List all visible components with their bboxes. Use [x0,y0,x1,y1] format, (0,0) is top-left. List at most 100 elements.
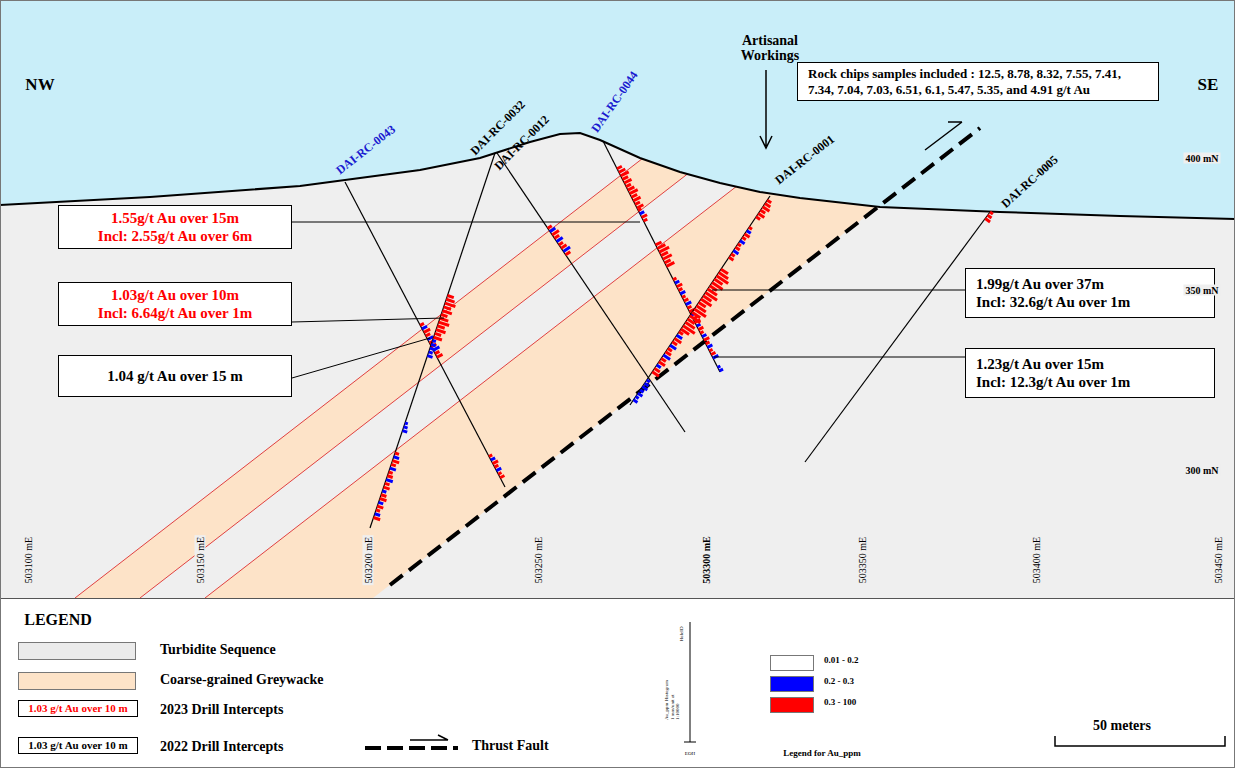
assay-bar [697,324,701,326]
intercept-text: Incl: 12.3g/t Au over 1m [976,373,1204,391]
legend-label: LEGEND [24,611,92,629]
drill-hole [603,141,720,372]
assay-bar [617,166,622,168]
assay-bar [652,372,659,376]
thrust-fault [390,128,980,585]
leader-line [292,318,444,322]
intercept-text: 1.55g/t Au over 15m [69,209,281,227]
grid-label: 503350 mE [857,535,868,585]
leader-lines [292,222,965,378]
assay-bar [729,257,733,260]
assay-bar [405,422,408,426]
assay-bar [554,235,559,238]
assay-bar [446,299,454,302]
assay-bar [557,238,563,242]
drill-hole [370,153,495,528]
legend-swatch [18,642,136,660]
assay-bar [500,476,504,478]
assay-bar [566,252,571,255]
assay-bar [375,514,380,516]
assay-bar [491,458,495,460]
assay-bar [436,330,445,333]
assay-bar [990,212,993,214]
assay-bar [437,354,443,357]
assay-bar [430,348,436,350]
legend-label: HoleID [679,627,685,642]
assay-bar [668,348,672,351]
assay-bar [637,205,643,208]
assay-bar [640,212,644,214]
assay-bar [638,393,642,396]
assay-bar [437,326,444,328]
assay-bar [429,352,433,353]
assay-bar [445,303,455,306]
grid-label: 503450 mE [1213,535,1224,585]
assay-bar [431,344,436,346]
assay-bar [386,480,393,482]
intercept-box: 1.23g/t Au over 15mIncl: 12.3g/t Au over… [965,348,1215,398]
assay-bar [985,218,990,222]
assay-bar [385,483,390,485]
hole-label: Artisanal Workings [735,33,805,64]
assay-bar [655,368,660,372]
grid-label: 503300 mE [701,534,712,586]
scale-bar [1055,736,1225,746]
assay-bar [395,453,399,454]
assay-bar [489,455,492,457]
assay-bar [628,187,634,190]
assay-bar [631,194,637,197]
assay-bar [642,387,647,390]
assay-bar [738,244,741,246]
direction-label: SE [1198,76,1219,95]
note-box: Rock chips samples included : 12.5, 8.78… [797,62,1159,101]
assay-bar [663,255,672,259]
fault-sample-arrow [410,735,448,740]
assay-bar [435,333,441,335]
assay-bar [380,499,387,501]
assay-bar [422,326,427,329]
assay-bar [384,487,390,489]
grid-label: 503250 mE [533,535,544,585]
greywacke-band [205,100,1016,598]
legend-swatch [770,655,814,671]
legend-text: Thrust Fault [472,738,549,753]
assay-bar [677,335,682,339]
assay-bar [657,365,661,368]
assay-bar [638,209,641,211]
intercept-text: 1.03 g/t Au over 10 m [23,702,133,715]
assay-bar [426,334,430,336]
assay-bar [659,247,669,252]
assay-bar [394,457,399,459]
assay-bar [633,197,640,201]
assay-bar [682,296,685,298]
assay-bar [420,323,424,325]
assay-bar [711,352,715,354]
assay-bar [699,327,704,329]
intercept-text: Incl: 6.64g/t Au over 1m [69,304,281,322]
intercept-text: 1.03 g/t Au over 10 m [23,739,133,752]
grid-label: 300 mN [1183,465,1220,476]
grid-label: 350 mN [1183,285,1220,296]
assay-bar [382,491,386,492]
assay-bar [619,169,625,172]
assay-bar [688,306,692,308]
assay-bar [706,342,710,344]
legend-text: 0.3 - 100 [824,698,856,708]
assay-bar [433,341,436,342]
assay-bar [435,351,439,353]
grid-label: 503200 mE [363,535,374,585]
assay-bar [700,331,703,333]
assay-bar [427,356,432,358]
intercept-text: 1.23g/t Au over 15m [976,355,1204,373]
grid-label: 503150 mE [195,535,206,585]
assay-bar [747,231,751,234]
assay-bar [670,345,676,349]
assay-bar [630,190,638,194]
assay-bar [704,338,709,341]
assay-bar [373,518,380,520]
drill-hole [630,196,770,405]
assay-bar [379,502,384,504]
assay-bar [381,495,386,497]
assay-bar [656,242,662,245]
